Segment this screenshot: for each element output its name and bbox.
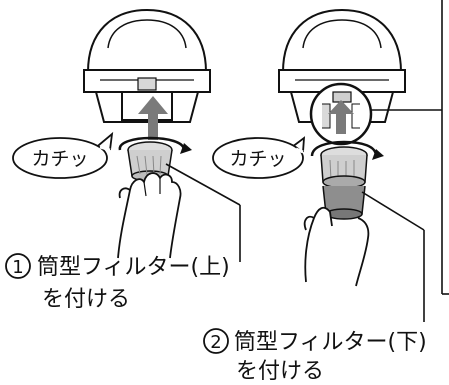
step1-number: 1: [12, 257, 23, 278]
step2-line2: を付ける: [236, 359, 324, 384]
dust-cup-left: [83, 8, 211, 123]
rotate-arrow-right-icon: [310, 140, 384, 160]
step2-label: 2 筒型フィルター(下) を付ける: [203, 328, 427, 384]
hand-left: [117, 172, 182, 259]
step1-line1: 筒型フィルター(上): [37, 255, 230, 280]
sound-bubble-left: カチッ: [12, 131, 114, 179]
arrow-up-left-icon: [138, 96, 168, 140]
zoom-circle-icon: [309, 82, 373, 146]
lower-filter-right: [320, 146, 368, 220]
step1-label: 1 筒型フィルター(上) を付ける: [5, 253, 230, 312]
leader-line-step1: [165, 163, 241, 206]
sound-bubble-right-text: カチッ: [229, 148, 286, 170]
side-frame: [441, 0, 449, 295]
step1-line2: を付ける: [42, 287, 130, 312]
sound-bubble-right: カチッ: [212, 136, 306, 179]
step2-number-badge: [203, 328, 229, 354]
step1-number-badge: [5, 253, 31, 279]
rotate-arrow-left-icon: [118, 136, 192, 154]
step2-number: 2: [210, 332, 221, 353]
hand-right: [303, 206, 370, 287]
leader-line-step2: [361, 191, 425, 231]
sound-bubble-left-text: カチッ: [31, 148, 88, 170]
step2-line1: 筒型フィルター(下): [234, 330, 427, 355]
